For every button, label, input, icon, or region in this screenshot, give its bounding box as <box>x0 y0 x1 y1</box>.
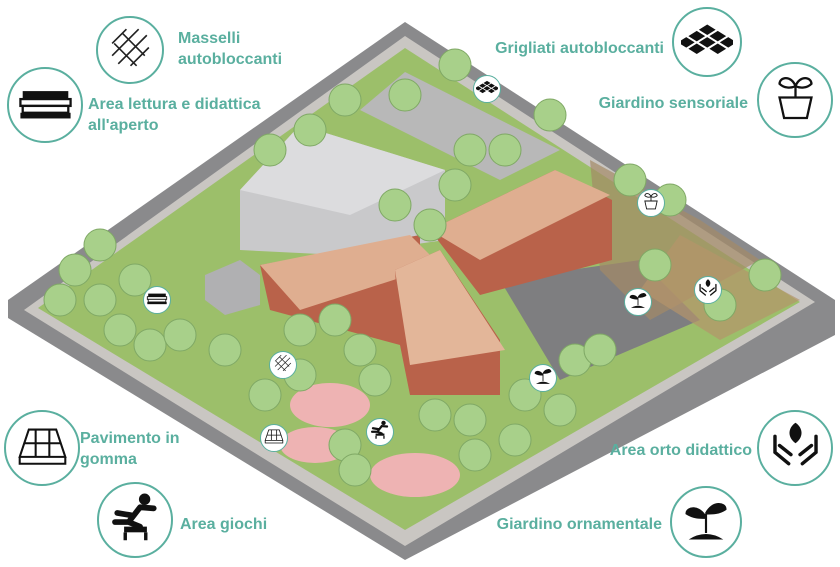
tree <box>498 423 532 457</box>
paving-blocks-icon <box>272 352 294 379</box>
school-wing-west-roof <box>260 235 440 310</box>
sensoriale-label: Giardino sensoriale <box>598 95 748 112</box>
school-wing-east-roof <box>430 170 610 260</box>
sprout-icon <box>532 365 554 392</box>
masselli-callout <box>96 16 164 84</box>
orto-callout <box>757 410 833 486</box>
tree <box>533 98 567 132</box>
masselli-label: Masselli autobloccanti <box>178 30 283 68</box>
tree <box>318 303 352 337</box>
tree <box>208 333 242 367</box>
ornamentale-map-marker <box>529 364 557 392</box>
tree <box>133 328 167 362</box>
tree <box>83 283 117 317</box>
hurdle-runner-icon <box>369 419 391 446</box>
grigliati-label: Grigliati autobloccanti <box>495 40 664 57</box>
tree <box>83 228 117 262</box>
potted-plant-icon <box>640 190 662 217</box>
tree <box>248 378 282 412</box>
sensoriale-callout <box>757 62 833 138</box>
annex-building <box>205 260 260 315</box>
potted-plant-icon <box>767 69 824 131</box>
tree <box>458 438 492 472</box>
tree <box>103 313 137 347</box>
tree <box>118 263 152 297</box>
books-icon <box>17 74 74 136</box>
tree <box>453 133 487 167</box>
gomma-callout <box>4 410 80 486</box>
tree <box>358 363 392 397</box>
tree <box>338 453 372 487</box>
hands-plant-icon <box>697 277 719 304</box>
tree <box>748 258 782 292</box>
tree <box>43 283 77 317</box>
play-area-1 <box>290 383 370 427</box>
grid-pavers-icon <box>474 76 500 103</box>
hurdle-runner-icon <box>107 489 164 551</box>
rubber-tiles-icon <box>263 425 285 452</box>
lettura-map-marker <box>143 286 171 314</box>
gomma-label: Pavimento in gomma <box>80 430 180 468</box>
rubber-tiles-icon <box>14 417 71 479</box>
ornamentale-callout <box>670 486 742 558</box>
orto-map-marker <box>694 276 722 304</box>
tree <box>453 403 487 437</box>
tree <box>388 78 422 112</box>
masselli-map-marker <box>269 351 297 379</box>
tree <box>438 48 472 82</box>
orto-label: Area orto didattico <box>609 442 752 459</box>
tree <box>438 168 472 202</box>
tree <box>638 248 672 282</box>
hands-plant-icon <box>767 417 824 479</box>
tree <box>343 333 377 367</box>
tree <box>543 393 577 427</box>
tree <box>488 133 522 167</box>
lettura-callout <box>7 67 83 143</box>
books-icon <box>146 287 168 314</box>
grigliati-callout <box>672 7 742 77</box>
paving-blocks-icon <box>105 22 156 78</box>
sprout-icon <box>627 289 649 316</box>
tree <box>163 318 197 352</box>
tree <box>283 313 317 347</box>
giochi-map-marker <box>366 418 394 446</box>
play-area-3 <box>370 453 460 497</box>
giochi-callout <box>97 482 173 558</box>
tree <box>253 133 287 167</box>
grid-pavers-icon <box>677 13 737 71</box>
gomma-map-marker <box>260 424 288 452</box>
school-wing-south-roof <box>395 250 505 365</box>
tree <box>58 253 92 287</box>
tree <box>583 333 617 367</box>
tree <box>613 163 647 197</box>
giochi-label: Area giochi <box>180 516 268 533</box>
tree <box>378 188 412 222</box>
trees <box>43 48 782 487</box>
tree <box>328 83 362 117</box>
grigliati-map-marker <box>473 75 501 103</box>
sensoriale-map-marker <box>637 189 665 217</box>
ornamentale-label: Giardino ornamentale <box>496 516 662 533</box>
tree <box>293 113 327 147</box>
tree <box>418 398 452 432</box>
lettura-label: Area lettura e didattica all'aperto <box>88 96 261 134</box>
sprout-icon <box>679 493 733 552</box>
ornamentale-map-marker <box>624 288 652 316</box>
tree <box>413 208 447 242</box>
